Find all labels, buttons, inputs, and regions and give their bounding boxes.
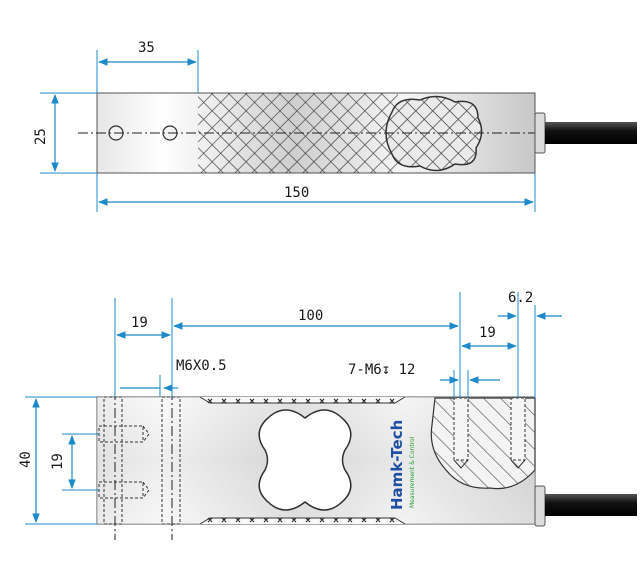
dim-19-vertical-label: 19 xyxy=(50,453,66,470)
dim-19-left-label: 19 xyxy=(131,315,148,331)
dim-150-label: 150 xyxy=(284,185,309,201)
thread-hole-a xyxy=(453,397,469,461)
dim-6-2-label: 6.2 xyxy=(508,290,533,306)
dim-40-label: 40 xyxy=(18,451,34,468)
cable-side xyxy=(545,494,637,516)
brand-name: Hamk-Tech xyxy=(388,420,406,510)
binocular-cutout xyxy=(258,409,352,511)
dim-35-label: 35 xyxy=(138,40,155,56)
top-view: 35 25 150 xyxy=(33,40,637,212)
thread-right-label: 7-M6↧ 12 xyxy=(348,362,415,378)
hidden-hole-left-1 xyxy=(103,396,123,525)
hidden-hole-left-2 xyxy=(161,396,181,525)
thread-left-label: M6X0.5 xyxy=(176,358,227,374)
dim-25-label: 25 xyxy=(33,128,49,145)
thread-hole-b xyxy=(510,397,526,461)
cable-gland-top xyxy=(534,112,546,154)
cable-gland-side xyxy=(534,485,546,527)
cable-top xyxy=(545,122,637,144)
dim-100-label: 100 xyxy=(298,308,323,324)
side-view: Hamk-Tech Measurement & Control 19 100 6… xyxy=(18,290,637,540)
top-notch xyxy=(199,396,406,404)
bottom-notch xyxy=(199,517,406,525)
brand-tagline: Measurement & Control xyxy=(409,436,416,508)
dim-19-right-label: 19 xyxy=(479,325,496,341)
